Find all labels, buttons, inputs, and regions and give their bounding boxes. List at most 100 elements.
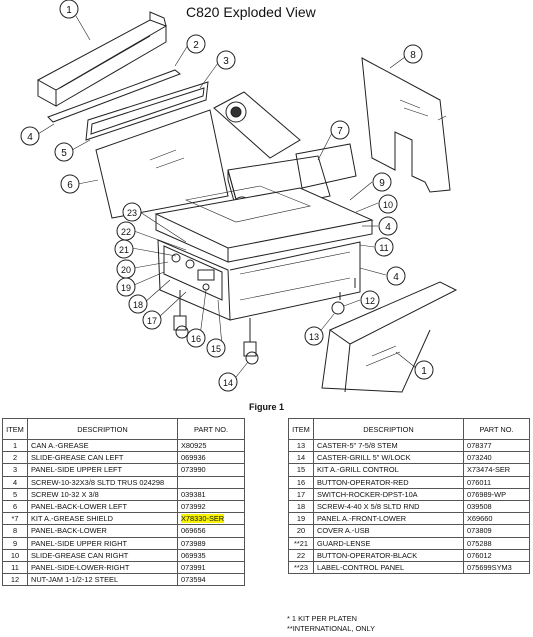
part-no-cell: 075699SYM3 — [463, 560, 530, 575]
item-cell: **23 — [288, 560, 314, 575]
leader-lines — [37, 15, 447, 383]
description-cell: PANEL-BACK-LOWER LEFT — [27, 499, 178, 514]
grease-can-right-part — [321, 281, 458, 393]
description-cell: BUTTON-OPERATOR-BLACK — [313, 548, 464, 562]
part-no-cell: 073594 — [177, 573, 245, 587]
item-cell: 16 — [288, 475, 314, 489]
callout-13: 13 — [309, 332, 319, 342]
description-cell: PANEL-SIDE-LOWER-RIGHT — [27, 560, 178, 575]
item-cell: 15 — [288, 463, 314, 477]
header-description: DESCRIPTION — [27, 418, 178, 440]
description-cell: KIT A.-GREASE SHIELD — [27, 512, 178, 526]
part-no-cell: X73474-SER — [463, 463, 530, 477]
callout-3: 3 — [223, 56, 229, 67]
callout-7: 7 — [337, 126, 343, 137]
footnote-kit: * 1 KIT PER PLATEN — [287, 614, 357, 623]
item-cell: 14 — [288, 451, 314, 465]
control-panel-part — [163, 245, 223, 301]
item-cell: **21 — [288, 536, 314, 550]
description-cell: COVER A.-USB — [313, 524, 464, 538]
lower-cabinet-part — [157, 239, 361, 321]
panel-back-lower-part — [361, 57, 451, 193]
callout-9: 9 — [379, 178, 385, 189]
callout-8: 8 — [410, 50, 416, 61]
description-cell: SCREW 10-32 X 3/8 — [27, 487, 178, 501]
item-cell: 17 — [288, 487, 314, 501]
description-cell: SLIDE-GREASE CAN LEFT — [27, 451, 178, 465]
item-cell: 22 — [288, 548, 314, 562]
description-cell: CASTER-5" 7-5/8 STEM — [313, 438, 464, 453]
footnote-international: **INTERNATIONAL, ONLY — [287, 624, 376, 633]
callout-17: 17 — [147, 316, 157, 326]
item-cell: 5 — [2, 487, 28, 501]
part-no-cell: 078377 — [463, 438, 530, 453]
description-cell: SCREW-10-32X3/8 SLTD TRUS 024298 — [27, 475, 178, 489]
description-cell: PANEL A.-FRONT-LOWER — [313, 512, 464, 526]
part-no-cell: 069936 — [177, 451, 245, 465]
part-no-cell: X78330-SER — [177, 512, 245, 526]
description-cell: SWITCH-ROCKER-DPST-10A — [313, 487, 464, 501]
part-no-cell: 073240 — [463, 451, 530, 465]
footnotes: * 1 KIT PER PLATEN **INTERNATIONAL, ONLY — [287, 614, 375, 634]
item-cell: 20 — [288, 524, 314, 538]
callout-16: 16 — [191, 334, 201, 344]
callout-18: 18 — [133, 300, 143, 310]
callout-20: 20 — [121, 265, 131, 275]
description-cell: PANEL-SIDE UPPER RIGHT — [27, 536, 178, 550]
part-no-cell: 076989-WP — [463, 487, 530, 501]
callout-22: 22 — [121, 227, 131, 237]
header-item: ITEM — [288, 418, 314, 440]
part-no-cell: 069935 — [177, 548, 245, 562]
item-cell: 8 — [2, 524, 28, 538]
header-part-no: PART NO. — [463, 418, 530, 440]
table-header-row: ITEM DESCRIPTION PART NO. — [288, 418, 530, 440]
item-cell: 6 — [2, 499, 28, 514]
description-cell: LABEL-CONTROL PANEL — [313, 560, 464, 575]
callout-10: 10 — [383, 200, 393, 210]
callout-labels: 1 2 3 4 5 6 7 8 9 10 4 11 4 12 13 14 15 … — [27, 5, 427, 388]
item-cell: 4 — [2, 475, 28, 489]
item-cell: 10 — [2, 548, 28, 562]
slide-left-part — [47, 69, 181, 123]
highlighted-part-no: X78330-SER — [181, 514, 225, 524]
item-cell: 2 — [2, 451, 28, 465]
part-no-cell: 039381 — [177, 487, 245, 501]
part-no-cell: 076012 — [463, 548, 530, 562]
item-cell: 9 — [2, 536, 28, 550]
part-no-cell: 076011 — [463, 475, 530, 489]
part-no-cell: 073989 — [177, 536, 245, 550]
description-cell: NUT-JAM 1-1/2-12 STEEL — [27, 573, 178, 587]
callout-14: 14 — [223, 378, 233, 388]
item-cell: 1 — [2, 438, 28, 453]
description-cell: PANEL-SIDE UPPER LEFT — [27, 463, 178, 477]
callout-11: 11 — [379, 243, 388, 253]
callout-6: 6 — [67, 180, 73, 191]
description-cell: SCREW-4-40 X 5/8 SLTD RND — [313, 499, 464, 514]
part-no-cell: X80925 — [177, 438, 245, 453]
callout-1: 1 — [66, 5, 72, 16]
item-cell: 18 — [288, 499, 314, 514]
header-description: DESCRIPTION — [313, 418, 464, 440]
callout-23: 23 — [127, 208, 137, 218]
figure-caption: Figure 1 — [248, 402, 284, 412]
